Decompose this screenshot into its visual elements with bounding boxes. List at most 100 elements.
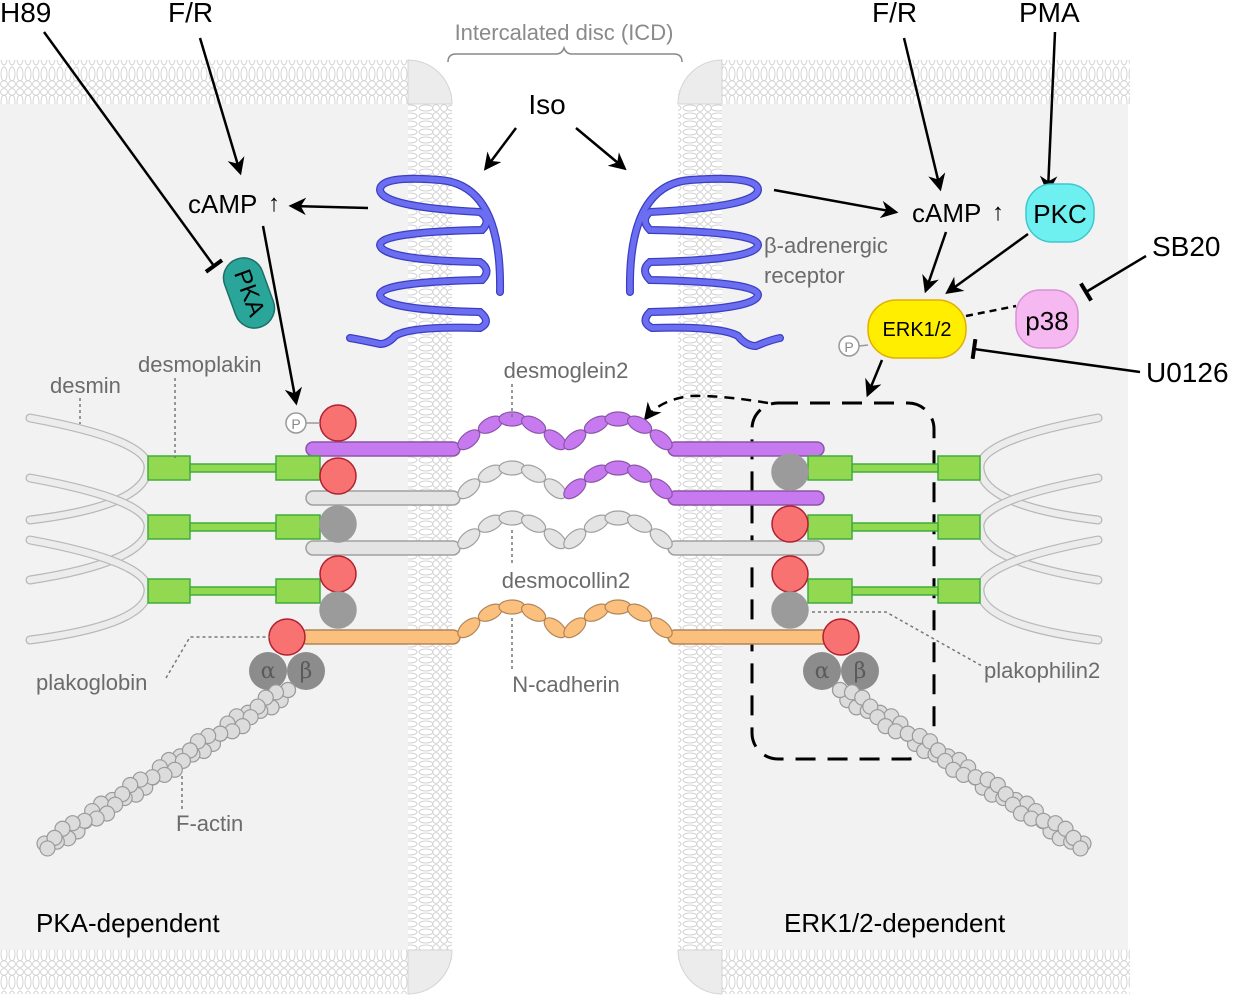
left-plakophilin	[319, 505, 357, 543]
left-beta-catenin	[287, 652, 325, 690]
left-f-actin-bead	[39, 840, 56, 857]
left-beta-adrenergic-receptor	[347, 176, 503, 347]
right-top-membrane	[720, 60, 1130, 104]
right-desmoplakin-head	[807, 578, 853, 604]
iso-arrow-right	[575, 127, 627, 171]
n-cadherin-right-tail	[667, 629, 833, 645]
right-plakophilin	[771, 591, 809, 629]
right-desmoplakin-head	[807, 514, 853, 540]
h89-inhibition-line	[42, 31, 224, 274]
erk-to-desmoglein-dashed-arrow	[643, 394, 769, 421]
erk-node	[867, 299, 967, 359]
left-fr-arrow	[198, 37, 245, 176]
left-desmoplakin-head	[275, 578, 321, 604]
right-bottom-membrane	[720, 950, 1130, 994]
desmocollin2-ec-domain-right	[604, 510, 632, 526]
desmoglein2-label: desmoglein2	[504, 358, 629, 383]
right-plakoglobin	[771, 555, 809, 593]
left-desmoplakin-head	[275, 514, 321, 540]
right-desmoplakin-rod	[851, 522, 939, 532]
right-fr-arrow	[902, 37, 946, 192]
u0126-inhibition-line	[970, 338, 1141, 374]
p38-label: p38	[1025, 306, 1068, 336]
desmoglein2-left-tail	[305, 441, 461, 457]
pkc-to-erk-arrow	[945, 232, 1029, 295]
left-alpha-catenin-label: α	[261, 659, 276, 684]
plakophilin2-leader	[812, 611, 983, 667]
left-plakoglobin	[319, 404, 357, 442]
desmocollin2-ec-domain-left	[498, 510, 526, 526]
left-bottom-membrane	[0, 950, 410, 994]
pka-node: PKA	[222, 257, 276, 329]
right-desmoplakin-head	[937, 455, 981, 481]
receptor-label-line1: β-adrenergic	[764, 233, 888, 258]
h89-label: H89	[0, 0, 51, 28]
pkc-label: PKC	[1033, 199, 1086, 229]
right-beta-catenin-label: β	[854, 659, 867, 684]
icd-bracket	[447, 45, 683, 63]
right-alpha-catenin	[803, 652, 841, 690]
erk-label: ERK1/2	[883, 319, 952, 341]
pma-arrow	[1039, 31, 1058, 194]
sb20-inhibition-line	[1079, 254, 1147, 302]
right-alpha-catenin-label: α	[815, 659, 830, 684]
left-plakoglobin	[319, 555, 357, 593]
left-plakoglobin	[319, 457, 357, 495]
n-cadherin-ec-domain-left	[498, 599, 526, 615]
receptor-label-line2: receptor	[764, 263, 845, 288]
right-desmoplakin-rod	[851, 586, 939, 596]
desmocollin2-ec-domain-right	[649, 528, 673, 550]
right-beta-catenin	[841, 652, 879, 690]
desmoglein2-ec-domain-right	[604, 411, 632, 427]
right-f-actin-bead	[1072, 840, 1089, 857]
plakoglobin-label: plakoglobin	[36, 670, 147, 695]
right-desmoplakin-head	[937, 514, 981, 540]
right-side-membrane	[678, 90, 722, 960]
receptor-to-camp-arrow-right	[773, 188, 899, 219]
desmocollin2-left-tail	[305, 540, 461, 556]
right-camp-up-icon: ↑	[992, 199, 1004, 226]
right-n-cadherin-plakoglobin	[822, 618, 860, 656]
plakoglobin-phospho-label: P	[291, 416, 300, 432]
left-membrane-corner-bottom	[407, 949, 453, 995]
right-fr-label: F/R	[872, 0, 917, 28]
right-camp-label: cAMP	[912, 198, 981, 228]
desmocollin2-label: desmocollin2	[502, 568, 630, 593]
desmocollin2-right-tail	[667, 540, 825, 556]
sb20-label: SB20	[1152, 231, 1221, 262]
right-desmoplakin-head	[807, 455, 853, 481]
desmoglein-desmocollin-ec-domain-right	[604, 460, 632, 476]
left-n-cadherin-plakoglobin	[268, 618, 306, 656]
desmoglein-desmocollin-ec-domain-right	[649, 478, 673, 500]
pma-label: PMA	[1019, 0, 1080, 28]
n-cadherin-ec-domain-right	[604, 599, 632, 615]
left-camp-up-icon: ↑	[268, 190, 280, 217]
desmoglein-desmocollin-left-tail	[305, 490, 461, 506]
right-desmoplakin-head	[937, 578, 981, 604]
receptor-to-camp-arrow-left	[288, 197, 369, 216]
left-plakophilin	[319, 591, 357, 629]
desmoglein2-ec-domain-right	[649, 429, 673, 451]
erk-phospho-label: P	[844, 339, 853, 355]
left-desmoplakin-rod	[189, 586, 277, 596]
cadherin-layer	[299, 411, 833, 645]
left-top-membrane	[0, 60, 410, 104]
u0126-label: U0126	[1146, 357, 1229, 388]
erk-to-complex-arrow	[865, 359, 884, 398]
desmoglein-desmocollin-ec-domain-left	[498, 460, 526, 476]
left-desmoplakin-head	[147, 578, 191, 604]
erk-p38-dashed-link	[965, 304, 1017, 318]
erk-phospho-link	[858, 344, 869, 347]
right-membrane-corner-top	[677, 59, 723, 105]
erk-target-region-box	[750, 401, 936, 761]
camp-to-plakoglobin-arrow	[261, 225, 303, 406]
right-desmoplakin-rod	[851, 463, 939, 473]
plakophilin2-label: plakophilin2	[984, 658, 1100, 683]
n-cadherin-ec-domain-right	[649, 617, 673, 639]
left-desmoplakin-rod	[189, 522, 277, 532]
left-desmoplakin-head	[147, 455, 191, 481]
n-cadherin-label: N-cadherin	[512, 672, 620, 697]
